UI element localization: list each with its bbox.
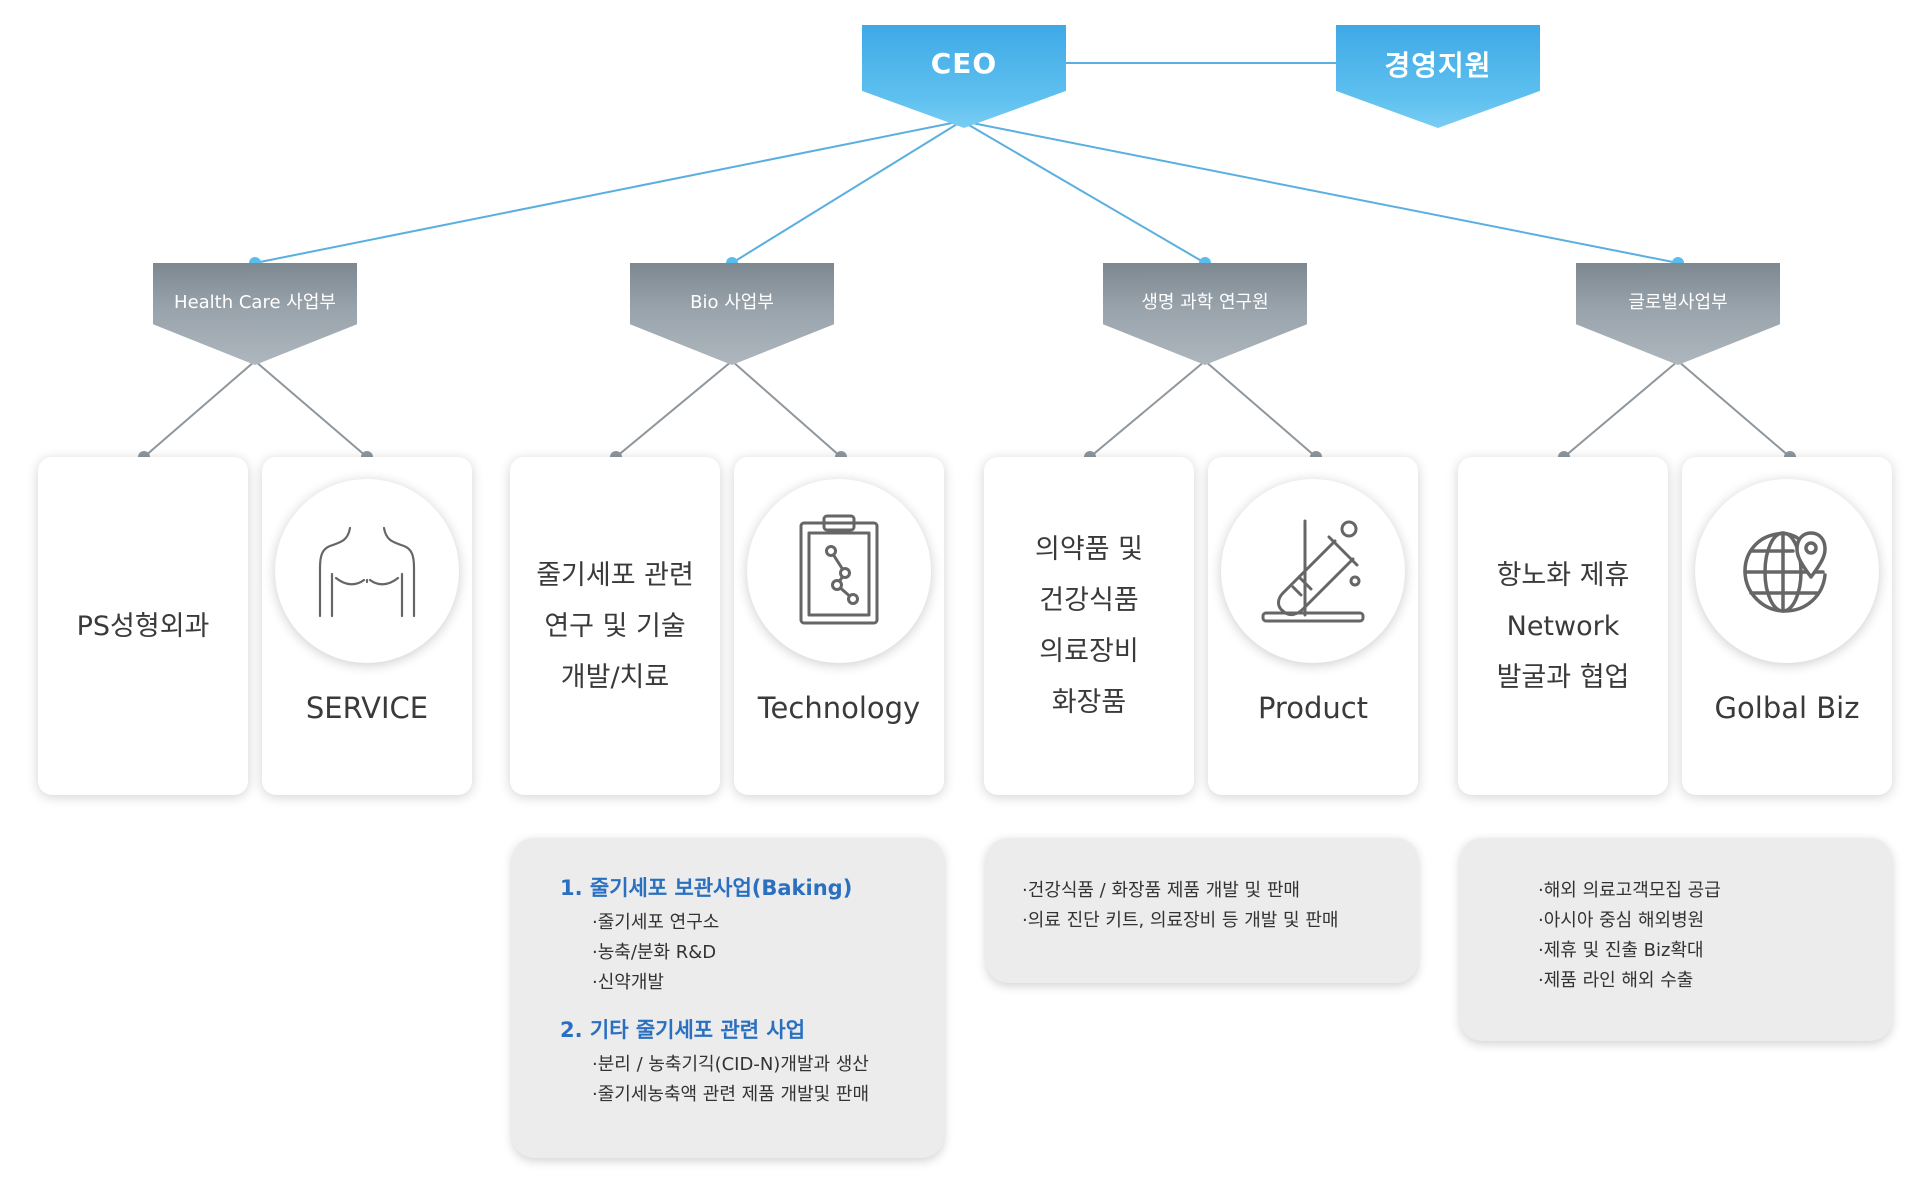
card-service: SERVICE bbox=[262, 457, 472, 795]
icon-circle bbox=[275, 479, 459, 663]
support-label: 경영지원 bbox=[1384, 48, 1492, 82]
body-torso-icon bbox=[318, 526, 416, 618]
detail-heading: 1. 줄기세포 보관사업(Baking) bbox=[560, 876, 853, 900]
connector-ceo-bio bbox=[731, 120, 963, 264]
card-healthcare-text: PS성형외과 bbox=[38, 457, 248, 795]
detail-item: ·해외 의료고객모집 공급 bbox=[1538, 880, 1721, 901]
card-technology: Technology bbox=[734, 457, 944, 795]
connector-ceo-healthcare bbox=[254, 120, 963, 264]
division-label: Bio 사업부 bbox=[690, 292, 774, 313]
card-label: Golbal Biz bbox=[1714, 691, 1860, 725]
card-global-text: 항노화 제휴 Network 발굴과 협업 bbox=[1458, 457, 1668, 795]
connector-hc-right bbox=[254, 360, 368, 458]
detail-item: ·제휴 및 진출 Biz확대 bbox=[1538, 940, 1704, 961]
connector-hc-left bbox=[143, 360, 256, 458]
test-tube-icon bbox=[1261, 519, 1365, 623]
connector-ceo-life bbox=[961, 120, 1206, 264]
icon-circle bbox=[1221, 479, 1405, 663]
card-label: Technology bbox=[757, 691, 921, 725]
ceo-label: CEO bbox=[930, 47, 998, 80]
card-text: 항노화 제휴 Network 발굴과 협업 bbox=[1496, 559, 1630, 693]
detail-item: ·줄기세농축액 관련 제품 개발및 판매 bbox=[592, 1084, 870, 1105]
icon-circle bbox=[747, 479, 931, 663]
card-global-biz: Golbal Biz bbox=[1682, 457, 1892, 795]
detail-item: ·줄기세포 연구소 bbox=[592, 912, 720, 933]
connector-global-left bbox=[1563, 360, 1679, 458]
detail-item: ·농축/분화 R&D bbox=[592, 942, 717, 963]
detail-item: ·신약개발 bbox=[592, 972, 664, 993]
detail-global: ·해외 의료고객모집 공급 ·아시아 중심 해외병원 ·제휴 및 진출 Biz확… bbox=[1460, 838, 1892, 1041]
connector-global-right bbox=[1677, 360, 1791, 458]
detail-item: ·분리 / 농축기긱(CID-N)개발과 생산 bbox=[592, 1054, 869, 1075]
icon-circle bbox=[1695, 479, 1879, 663]
clipboard-molecule-icon bbox=[799, 514, 879, 625]
card-life-text: 의약품 및 건강식품 의료장비 화장품 bbox=[984, 457, 1194, 795]
division-label: 생명 과학 연구원 bbox=[1141, 292, 1269, 313]
connector-ceo-global bbox=[961, 120, 1679, 264]
detail-item: ·제품 라인 해외 수출 bbox=[1538, 970, 1694, 991]
connector-bio-left bbox=[615, 360, 733, 458]
division-label: Health Care 사업부 bbox=[174, 292, 336, 313]
card-text: 의약품 및 건강식품 의료장비 화장품 bbox=[1035, 534, 1143, 718]
card-label: SERVICE bbox=[305, 691, 429, 725]
globe-pin-icon bbox=[1743, 531, 1827, 613]
card-text: 줄기세포 관련 연구 및 기술 개발/치료 bbox=[536, 559, 694, 693]
connector-life-right bbox=[1204, 360, 1317, 458]
detail-item: ·의료 진단 키트, 의료장비 등 개발 및 판매 bbox=[1022, 910, 1339, 931]
detail-bio: 1. 줄기세포 보관사업(Baking) ·줄기세포 연구소 ·농축/분화 R&… bbox=[512, 838, 944, 1158]
card-product: Product bbox=[1208, 457, 1418, 795]
connector-life-left bbox=[1089, 360, 1206, 458]
card-text: PS성형외과 bbox=[76, 610, 210, 642]
connector-bio-right bbox=[731, 360, 842, 458]
detail-life: ·건강식품 / 화장품 제품 개발 및 판매 ·의료 진단 키트, 의료장비 등… bbox=[986, 838, 1418, 983]
card-bio-text: 줄기세포 관련 연구 및 기술 개발/치료 bbox=[510, 457, 720, 795]
card-label: Product bbox=[1257, 691, 1369, 725]
detail-heading: 2. 기타 줄기세포 관련 사업 bbox=[560, 1018, 806, 1042]
detail-item: ·건강식품 / 화장품 제품 개발 및 판매 bbox=[1022, 880, 1300, 901]
division-label: 글로벌사업부 bbox=[1628, 292, 1728, 313]
detail-item: ·아시아 중심 해외병원 bbox=[1538, 910, 1705, 931]
